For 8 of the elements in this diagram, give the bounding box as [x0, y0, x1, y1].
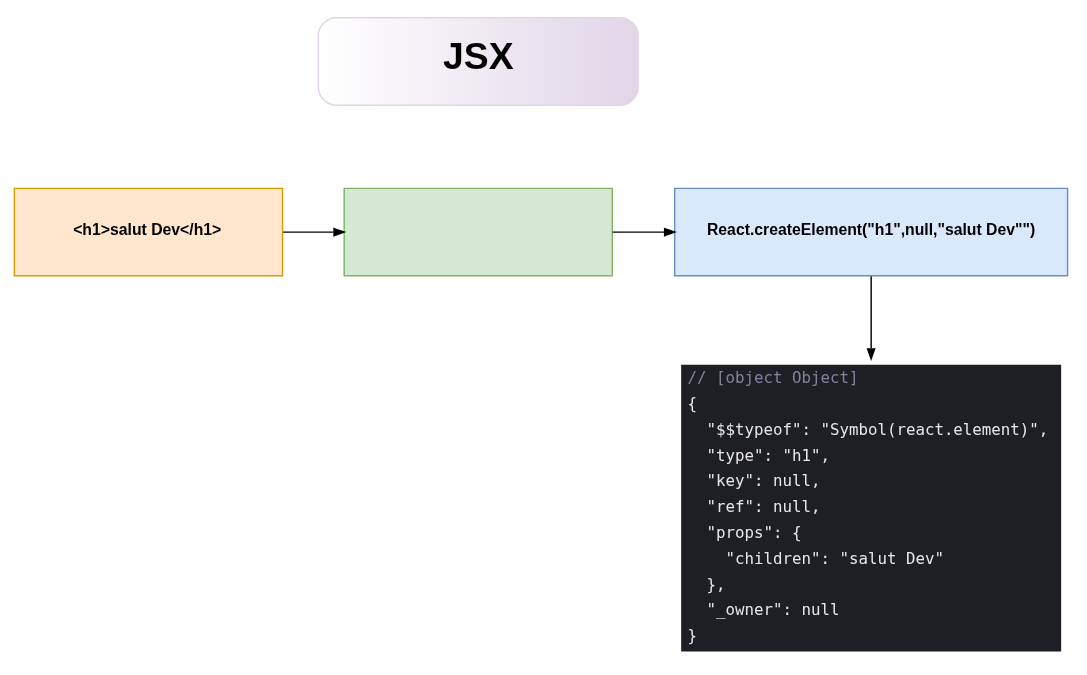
- arrow: [282, 227, 347, 237]
- node-box: [343, 187, 614, 277]
- node-box: <h1>salut Dev</h1>: [13, 187, 284, 277]
- arrow: [866, 275, 876, 362]
- arrow: [611, 227, 677, 237]
- node-box: JSX: [317, 17, 639, 106]
- node-box: React.createElement("h1",null,"salut Dev""): [674, 187, 1069, 277]
- node-box: // [object Object] { "$$typeof": "Symbol(react.element)", "type": "h1", "key": null, "ref": null, "props": { "children": "salut Dev" }, "_owner": null }: [681, 364, 1062, 652]
